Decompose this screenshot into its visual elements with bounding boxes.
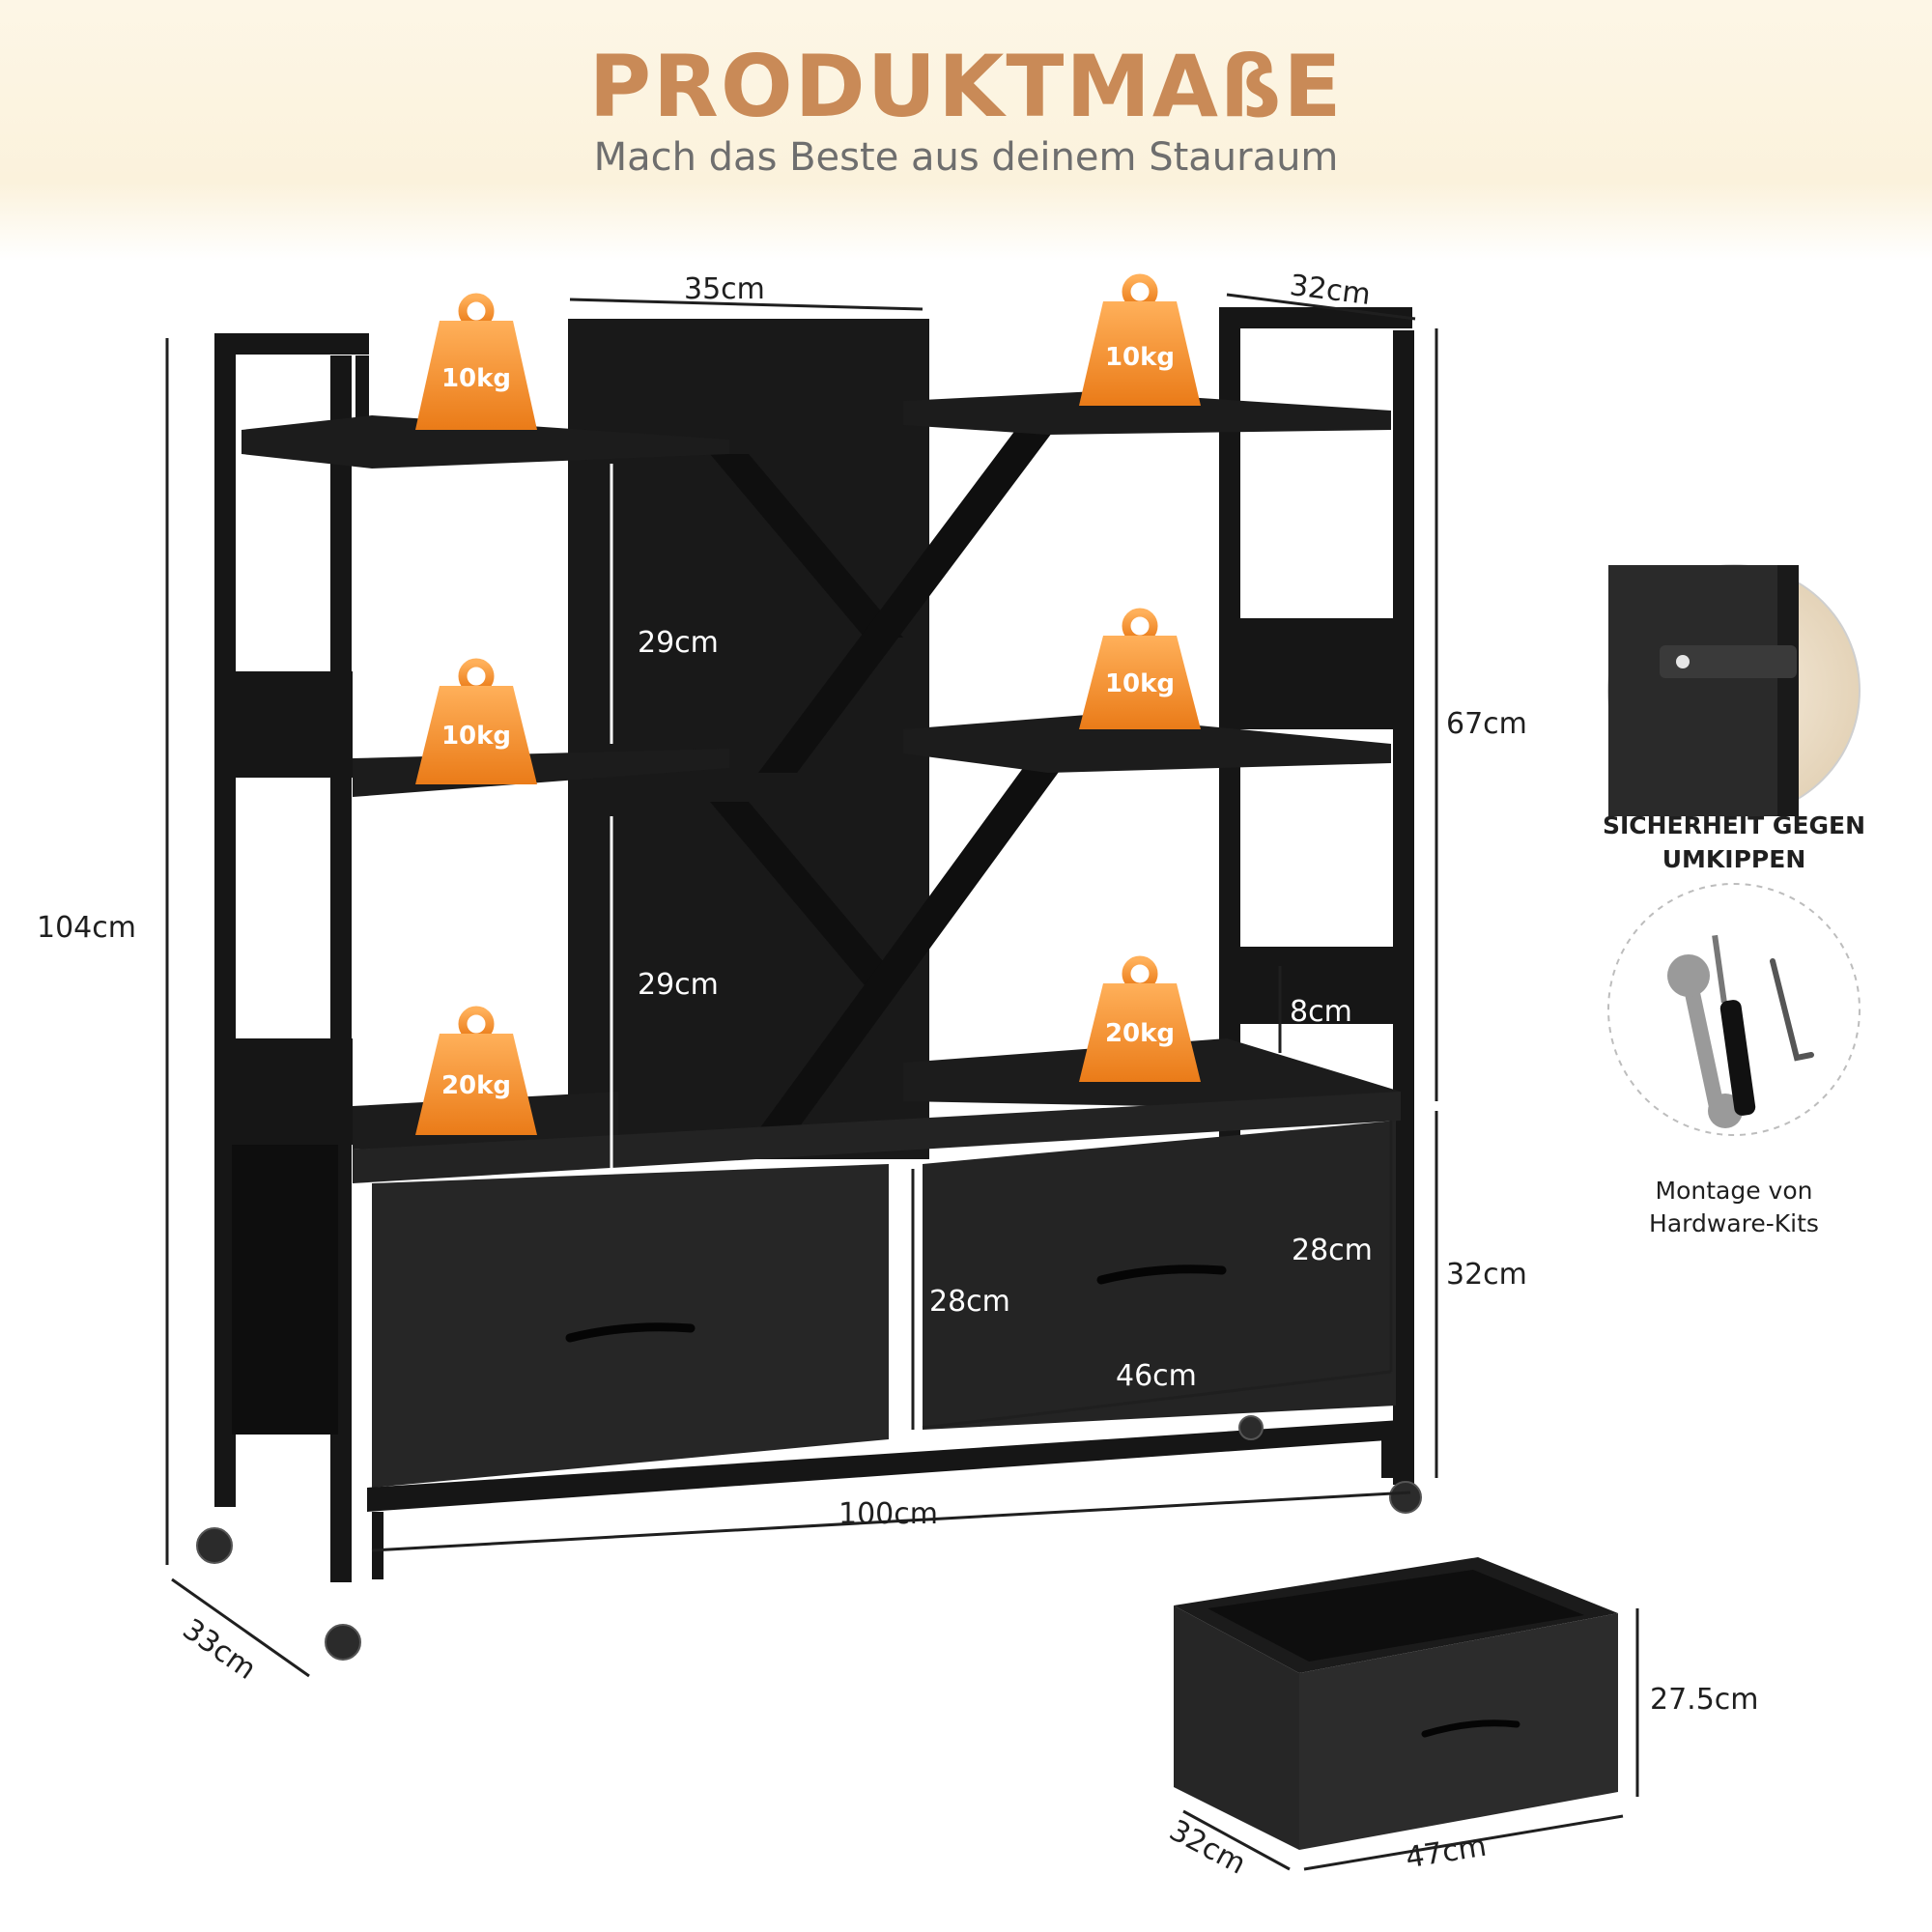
dim-drawer-height-left: 28cm (929, 1285, 1010, 1319)
dim-lower-height: 32cm (1446, 1258, 1527, 1292)
load-badge-right-bottom: 20kg (1079, 955, 1201, 1082)
svg-text:20kg: 20kg (1105, 1019, 1175, 1048)
right-frame (1219, 307, 1414, 1485)
single-drawer (1174, 1557, 1618, 1850)
anti-tip-caption-line2: UMKIPPEN (1662, 845, 1806, 873)
hardware-circle (1607, 883, 1861, 1136)
svg-text:10kg: 10kg (1105, 343, 1175, 372)
hardware-caption-line2: Hardware-Kits (1649, 1209, 1819, 1237)
drawer-left-handle (565, 1322, 696, 1343)
header-background (0, 0, 1932, 261)
dim-shelf-gap: 8cm (1290, 995, 1352, 1029)
dim-total-width: 100cm (838, 1497, 938, 1531)
svg-text:10kg: 10kg (441, 722, 511, 751)
load-badge-right-top: 10kg (1079, 273, 1201, 406)
load-badge-right-middle: 10kg (1079, 608, 1201, 729)
drawer-right (923, 1121, 1396, 1430)
single-drawer-handle (1421, 1719, 1520, 1738)
drawer-right-handle (1096, 1264, 1227, 1285)
load-badge-left-bottom: 20kg (415, 1006, 537, 1135)
hex-key-icon (1770, 958, 1814, 1062)
dim-total-height: 104cm (37, 911, 136, 945)
diagonal-dividers (710, 406, 1072, 1130)
dim-single-drawer-height: 27.5cm (1650, 1683, 1759, 1717)
dim-upper-height: 67cm (1446, 707, 1527, 741)
load-badge-left-middle: 10kg (415, 658, 537, 784)
svg-text:20kg: 20kg (441, 1071, 511, 1100)
hardware-caption-line1: Montage von (1655, 1177, 1813, 1205)
caster-wheels (196, 1415, 1422, 1661)
dim-drawer-width: 46cm (1116, 1359, 1197, 1393)
load-badge-left-top: 10kg (415, 293, 537, 430)
dim-top-width: 35cm (684, 272, 765, 306)
dim-compartment-upper: 29cm (638, 626, 719, 660)
left-frame (214, 333, 369, 1582)
dimension-lines (165, 293, 1639, 1871)
anti-tip-caption-line1: SICHERHEIT GEGEN (1602, 811, 1866, 839)
screwdriver-icon (1712, 934, 1756, 1116)
dim-compartment-lower: 29cm (638, 968, 719, 1002)
drawer-cabinet (353, 1092, 1401, 1579)
page-subtitle: Mach das Beste aus deinem Stauraum (593, 135, 1339, 180)
svg-text:10kg: 10kg (1105, 669, 1175, 698)
page-title: PRODUKTMAßE (588, 37, 1344, 136)
anti-tip-circle (1607, 564, 1861, 817)
screw-icon (1676, 655, 1690, 668)
dim-drawer-height-right: 28cm (1292, 1234, 1373, 1267)
svg-text:10kg: 10kg (441, 364, 511, 393)
